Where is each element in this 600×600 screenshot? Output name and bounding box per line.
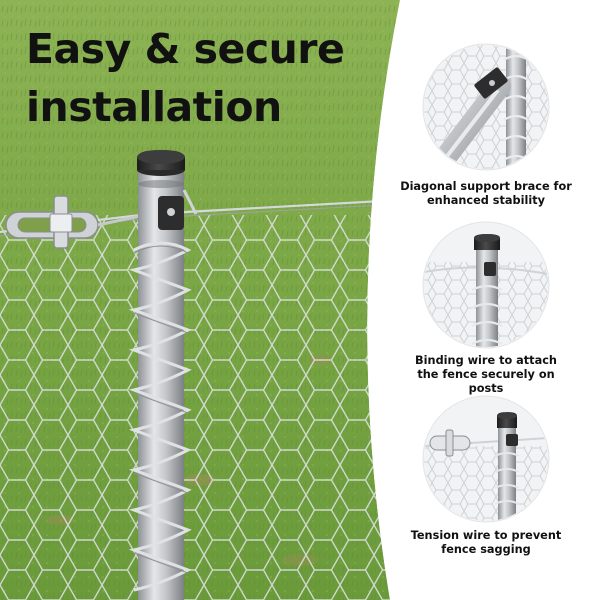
binding-wire-spiral [128,241,192,592]
headline-line-1: Easy & secure [26,25,345,73]
fence-post [137,150,198,600]
caption-line: fence sagging [441,543,531,556]
caption-line: Tension wire to prevent [410,529,562,542]
hexagonal-wire-mesh [0,215,400,600]
feature-caption-diagonal-brace: Diagonal support brace for enhanced stab… [400,180,572,208]
caption-line: the fence securely on posts [417,368,555,395]
caption-line: enhanced stability [426,194,545,207]
caption-line: Binding wire to attach [415,354,557,367]
binding-wire-icon [422,221,550,349]
feature-caption-binding-wire: Binding wire to attach the fence securel… [400,354,572,396]
page-headline: Easy & secure installation [26,20,345,136]
feature-caption-tension-wire: Tension wire to prevent fence sagging [400,529,572,557]
diagonal-brace-icon [422,43,550,171]
headline-line-2: installation [26,83,282,131]
caption-line: Diagonal support brace for [400,180,572,193]
